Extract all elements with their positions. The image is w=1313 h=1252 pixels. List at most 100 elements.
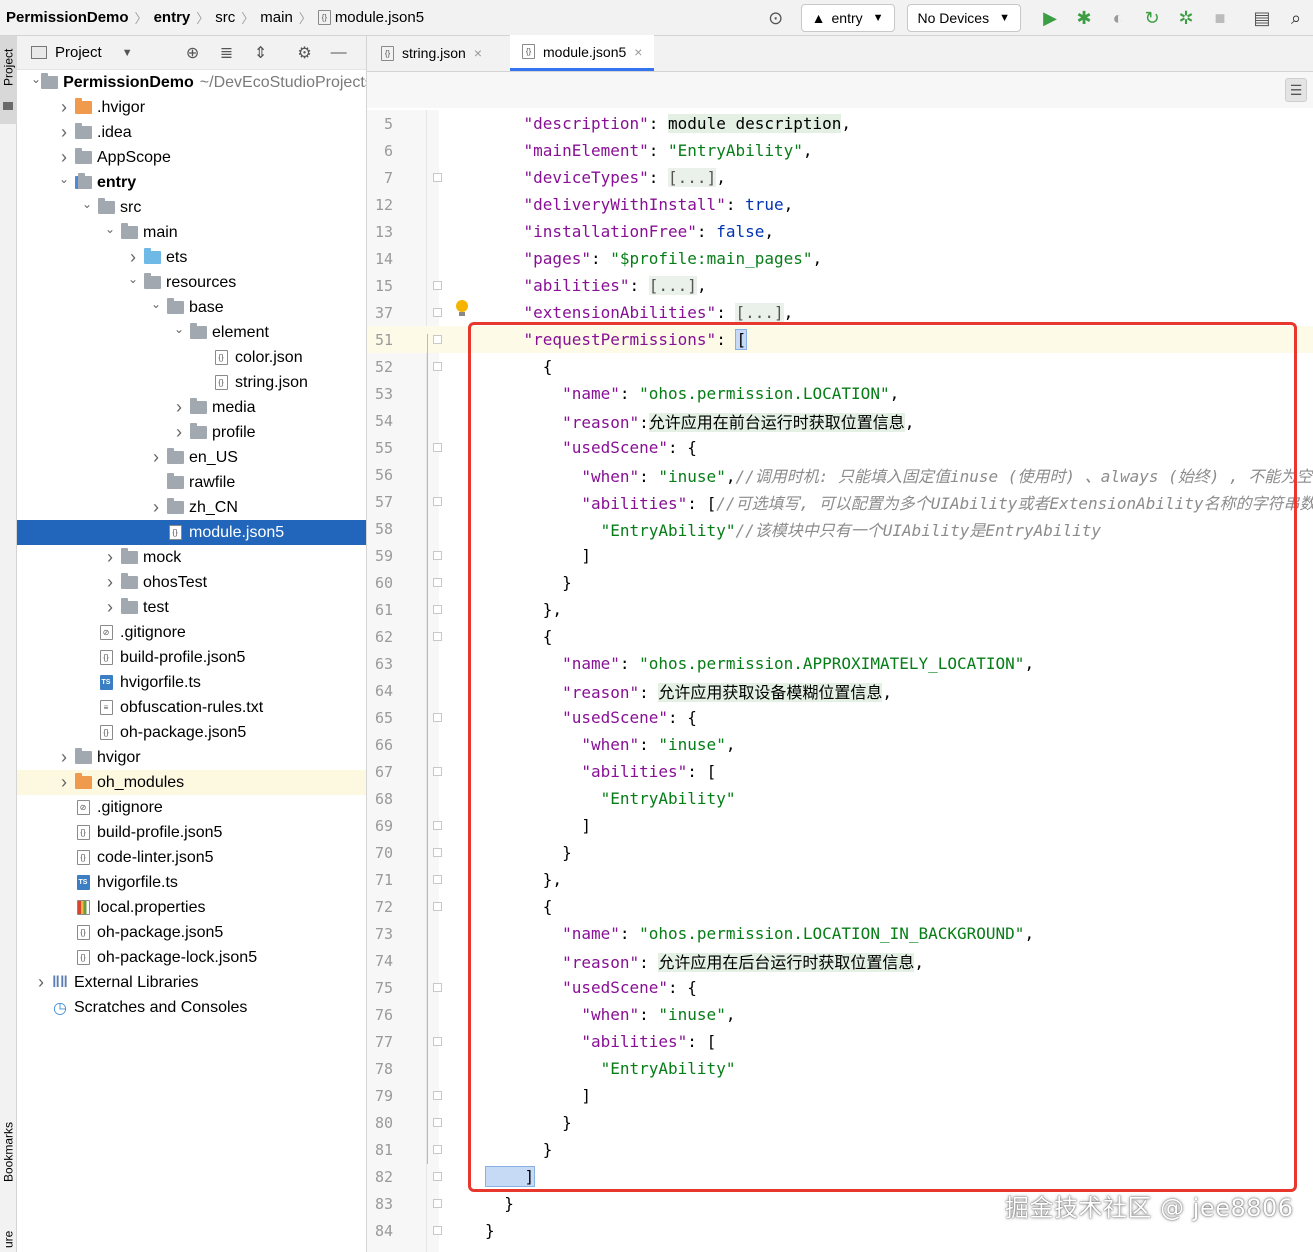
code-line[interactable]: 58 "EntryAbility"//该模块中只有一个UIAbility是Ent…	[367, 515, 1313, 542]
chevron-down-icon[interactable]: ⌄	[58, 171, 70, 186]
chevron-right-icon[interactable]: ›	[153, 497, 159, 517]
fold-marker-icon[interactable]	[433, 578, 442, 587]
fold-marker-icon[interactable]	[433, 308, 442, 317]
tree-item[interactable]: ›zh_CN	[17, 495, 366, 520]
code-line[interactable]: 62 {	[367, 623, 1313, 650]
tree-item[interactable]: ›media	[17, 395, 366, 420]
code-line[interactable]: 78 "EntryAbility"	[367, 1055, 1313, 1082]
code-line[interactable]: 67 "abilities": [	[367, 758, 1313, 785]
chevron-right-icon[interactable]: ›	[176, 397, 182, 417]
chevron-down-icon[interactable]: ▼	[121, 46, 133, 59]
code-line[interactable]: 76 "when": "inuse",	[367, 1001, 1313, 1028]
code-line[interactable]: 59 ]	[367, 542, 1313, 569]
chevron-right-icon[interactable]: ›	[107, 572, 113, 592]
project-structure-icon[interactable]: ▤	[1253, 7, 1271, 28]
chevron-right-icon[interactable]: ›	[61, 97, 67, 117]
close-icon[interactable]: ×	[473, 45, 482, 61]
lightbulb-icon[interactable]	[456, 300, 468, 316]
code-line[interactable]: 80 }	[367, 1109, 1313, 1136]
tree-item[interactable]: ≡obfuscation-rules.txt	[17, 695, 366, 720]
fold-marker-icon[interactable]	[433, 902, 442, 911]
code-line[interactable]: 81 }	[367, 1136, 1313, 1163]
project-tool-tab[interactable]: Project	[0, 36, 17, 124]
chevron-down-icon[interactable]: ⌄	[31, 71, 42, 86]
chevron-right-icon[interactable]: ›	[130, 247, 136, 267]
collapse-all-icon[interactable]: ⇕	[253, 44, 268, 62]
code-line[interactable]: 79 ]	[367, 1082, 1313, 1109]
code-line[interactable]: 73 "name": "ohos.permission.LOCATION_IN_…	[367, 920, 1313, 947]
minimize-icon[interactable]: —	[330, 43, 347, 61]
code-line[interactable]: 37 "extensionAbilities": [...],	[367, 299, 1313, 326]
tree-item[interactable]: {}color.json	[17, 345, 366, 370]
code-line[interactable]: 74 "reason": 允许应用在后台运行时获取位置信息,	[367, 947, 1313, 974]
hamburger-menu-icon[interactable]: ☰	[1285, 78, 1307, 102]
breadcrumb-module[interactable]: entry	[153, 9, 191, 26]
close-icon[interactable]: ×	[634, 43, 643, 60]
tree-item[interactable]: {}oh-package-lock.json5	[17, 945, 366, 970]
tree-item[interactable]: {}build-profile.json5	[17, 645, 366, 670]
code-line[interactable]: 54 "reason":允许应用在前台运行时获取位置信息,	[367, 407, 1313, 434]
chevron-right-icon[interactable]: ›	[61, 147, 67, 167]
tree-item[interactable]: ⌄main	[17, 220, 366, 245]
structure-tool-label[interactable]: ure	[1, 1230, 16, 1248]
fold-marker-icon[interactable]	[433, 767, 442, 776]
breadcrumb-src[interactable]: src	[215, 9, 236, 26]
tree-item[interactable]: {}code-linter.json5	[17, 845, 366, 870]
chevron-down-icon[interactable]: ⌄	[150, 296, 162, 311]
tree-item[interactable]: rawfile	[17, 470, 366, 495]
run-icon[interactable]: ▶	[1043, 7, 1057, 28]
code-line[interactable]: 65 "usedScene": {	[367, 704, 1313, 731]
chevron-down-icon[interactable]: ⌄	[173, 321, 185, 336]
code-line[interactable]: 57 "abilities": [//可选填写, 可以配置为多个UIAbilit…	[367, 488, 1313, 515]
code-line[interactable]: 64 "reason": 允许应用获取设备模糊位置信息,	[367, 677, 1313, 704]
chevron-down-icon[interactable]: ⌄	[127, 271, 139, 286]
fold-marker-icon[interactable]	[433, 632, 442, 641]
fold-marker-icon[interactable]	[433, 281, 442, 290]
tree-item[interactable]: ›oh_modules	[17, 770, 366, 795]
fold-marker-icon[interactable]	[433, 605, 442, 614]
tab-module-json5[interactable]: {} module.json5 ×	[510, 35, 655, 71]
bookmarks-tool-label[interactable]: Bookmarks	[1, 1121, 16, 1183]
chevron-right-icon[interactable]: ›	[107, 597, 113, 617]
chevron-right-icon[interactable]: ›	[107, 547, 113, 567]
tree-item[interactable]: ⌄PermissionDemo~/DevEcoStudioProjects	[17, 70, 366, 95]
code-line[interactable]: 14 "pages": "$profile:main_pages",	[367, 245, 1313, 272]
code-line[interactable]: 51 "requestPermissions": [	[367, 326, 1313, 353]
fold-marker-icon[interactable]	[433, 443, 442, 452]
code-line[interactable]: 52 {	[367, 353, 1313, 380]
chevron-right-icon[interactable]: ›	[61, 772, 67, 792]
fold-marker-icon[interactable]	[433, 362, 442, 371]
module-selector[interactable]: ▲ entry ▼	[800, 4, 895, 32]
chevron-right-icon[interactable]: ›	[153, 447, 159, 467]
chevron-right-icon[interactable]: ›	[176, 422, 182, 442]
tree-item[interactable]: {}build-profile.json5	[17, 820, 366, 845]
fold-marker-icon[interactable]	[433, 713, 442, 722]
code-line[interactable]: 7 "deviceTypes": [...],	[367, 164, 1313, 191]
fold-marker-icon[interactable]	[433, 1172, 442, 1181]
code-line[interactable]: 84}	[367, 1217, 1313, 1244]
fold-marker-icon[interactable]	[433, 848, 442, 857]
breadcrumb-project[interactable]: PermissionDemo	[6, 9, 129, 26]
profiler-icon[interactable]: ◐	[1112, 7, 1124, 28]
breadcrumb-main[interactable]: main	[260, 9, 293, 26]
code-line[interactable]: 69 ]	[367, 812, 1313, 839]
chevron-right-icon[interactable]: ›	[38, 972, 44, 992]
tree-item[interactable]: ⌄base	[17, 295, 366, 320]
fold-marker-icon[interactable]	[433, 1145, 442, 1154]
fold-marker-icon[interactable]	[433, 983, 442, 992]
tree-item[interactable]: ›ohosTest	[17, 570, 366, 595]
tree-item[interactable]: ⊘.gitignore	[17, 620, 366, 645]
tree-item[interactable]: ⌄resources	[17, 270, 366, 295]
code-line[interactable]: 63 "name": "ohos.permission.APPROXIMATEL…	[367, 650, 1313, 677]
code-line[interactable]: 6 "mainElement": "EntryAbility",	[367, 137, 1313, 164]
fold-marker-icon[interactable]	[433, 1199, 442, 1208]
locate-icon[interactable]: ⊕	[185, 44, 200, 62]
tree-item[interactable]: ⌄entry	[17, 170, 366, 195]
gear-icon[interactable]: ⚙	[297, 44, 312, 62]
fold-marker-icon[interactable]	[433, 875, 442, 884]
code-line[interactable]: 83 }	[367, 1190, 1313, 1217]
debug-icon[interactable]: ✱	[1076, 7, 1092, 28]
tree-item[interactable]: {}string.json	[17, 370, 366, 395]
chevron-right-icon[interactable]: ›	[61, 122, 67, 142]
